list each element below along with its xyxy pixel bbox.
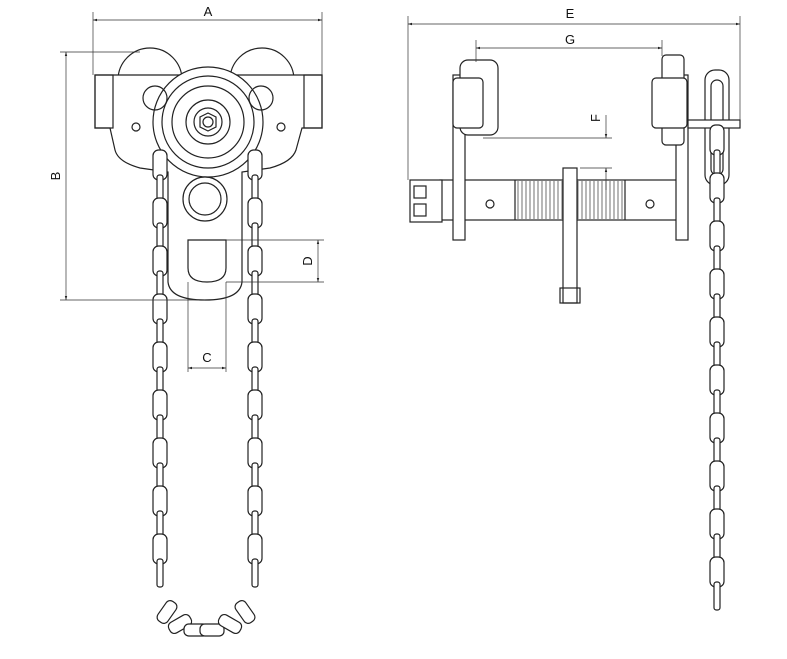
dimension-label-f: F (588, 114, 603, 122)
nut-icon (199, 112, 217, 132)
side-view: E G F (407, 6, 741, 611)
dimension-label-d: D (300, 256, 315, 265)
chain-link (199, 623, 225, 637)
chain-link (156, 558, 164, 588)
chain-link (251, 558, 259, 588)
chain-link (713, 581, 721, 611)
dimension-label-b: B (48, 172, 63, 181)
dimension-label-e: E (566, 6, 575, 21)
hand-wheel (152, 66, 264, 178)
chain-link (234, 600, 256, 624)
dimension-label-a: A (204, 4, 213, 19)
chain-link (167, 613, 193, 635)
dimension-label-c: C (202, 350, 211, 365)
hook-slot (187, 239, 227, 283)
center-hanger (562, 167, 578, 304)
trolley-frame (94, 74, 323, 301)
chain-link (156, 600, 178, 624)
chain-link (217, 613, 243, 635)
front-view: A B C D (48, 4, 324, 637)
dimension-label-g: G (565, 32, 575, 47)
